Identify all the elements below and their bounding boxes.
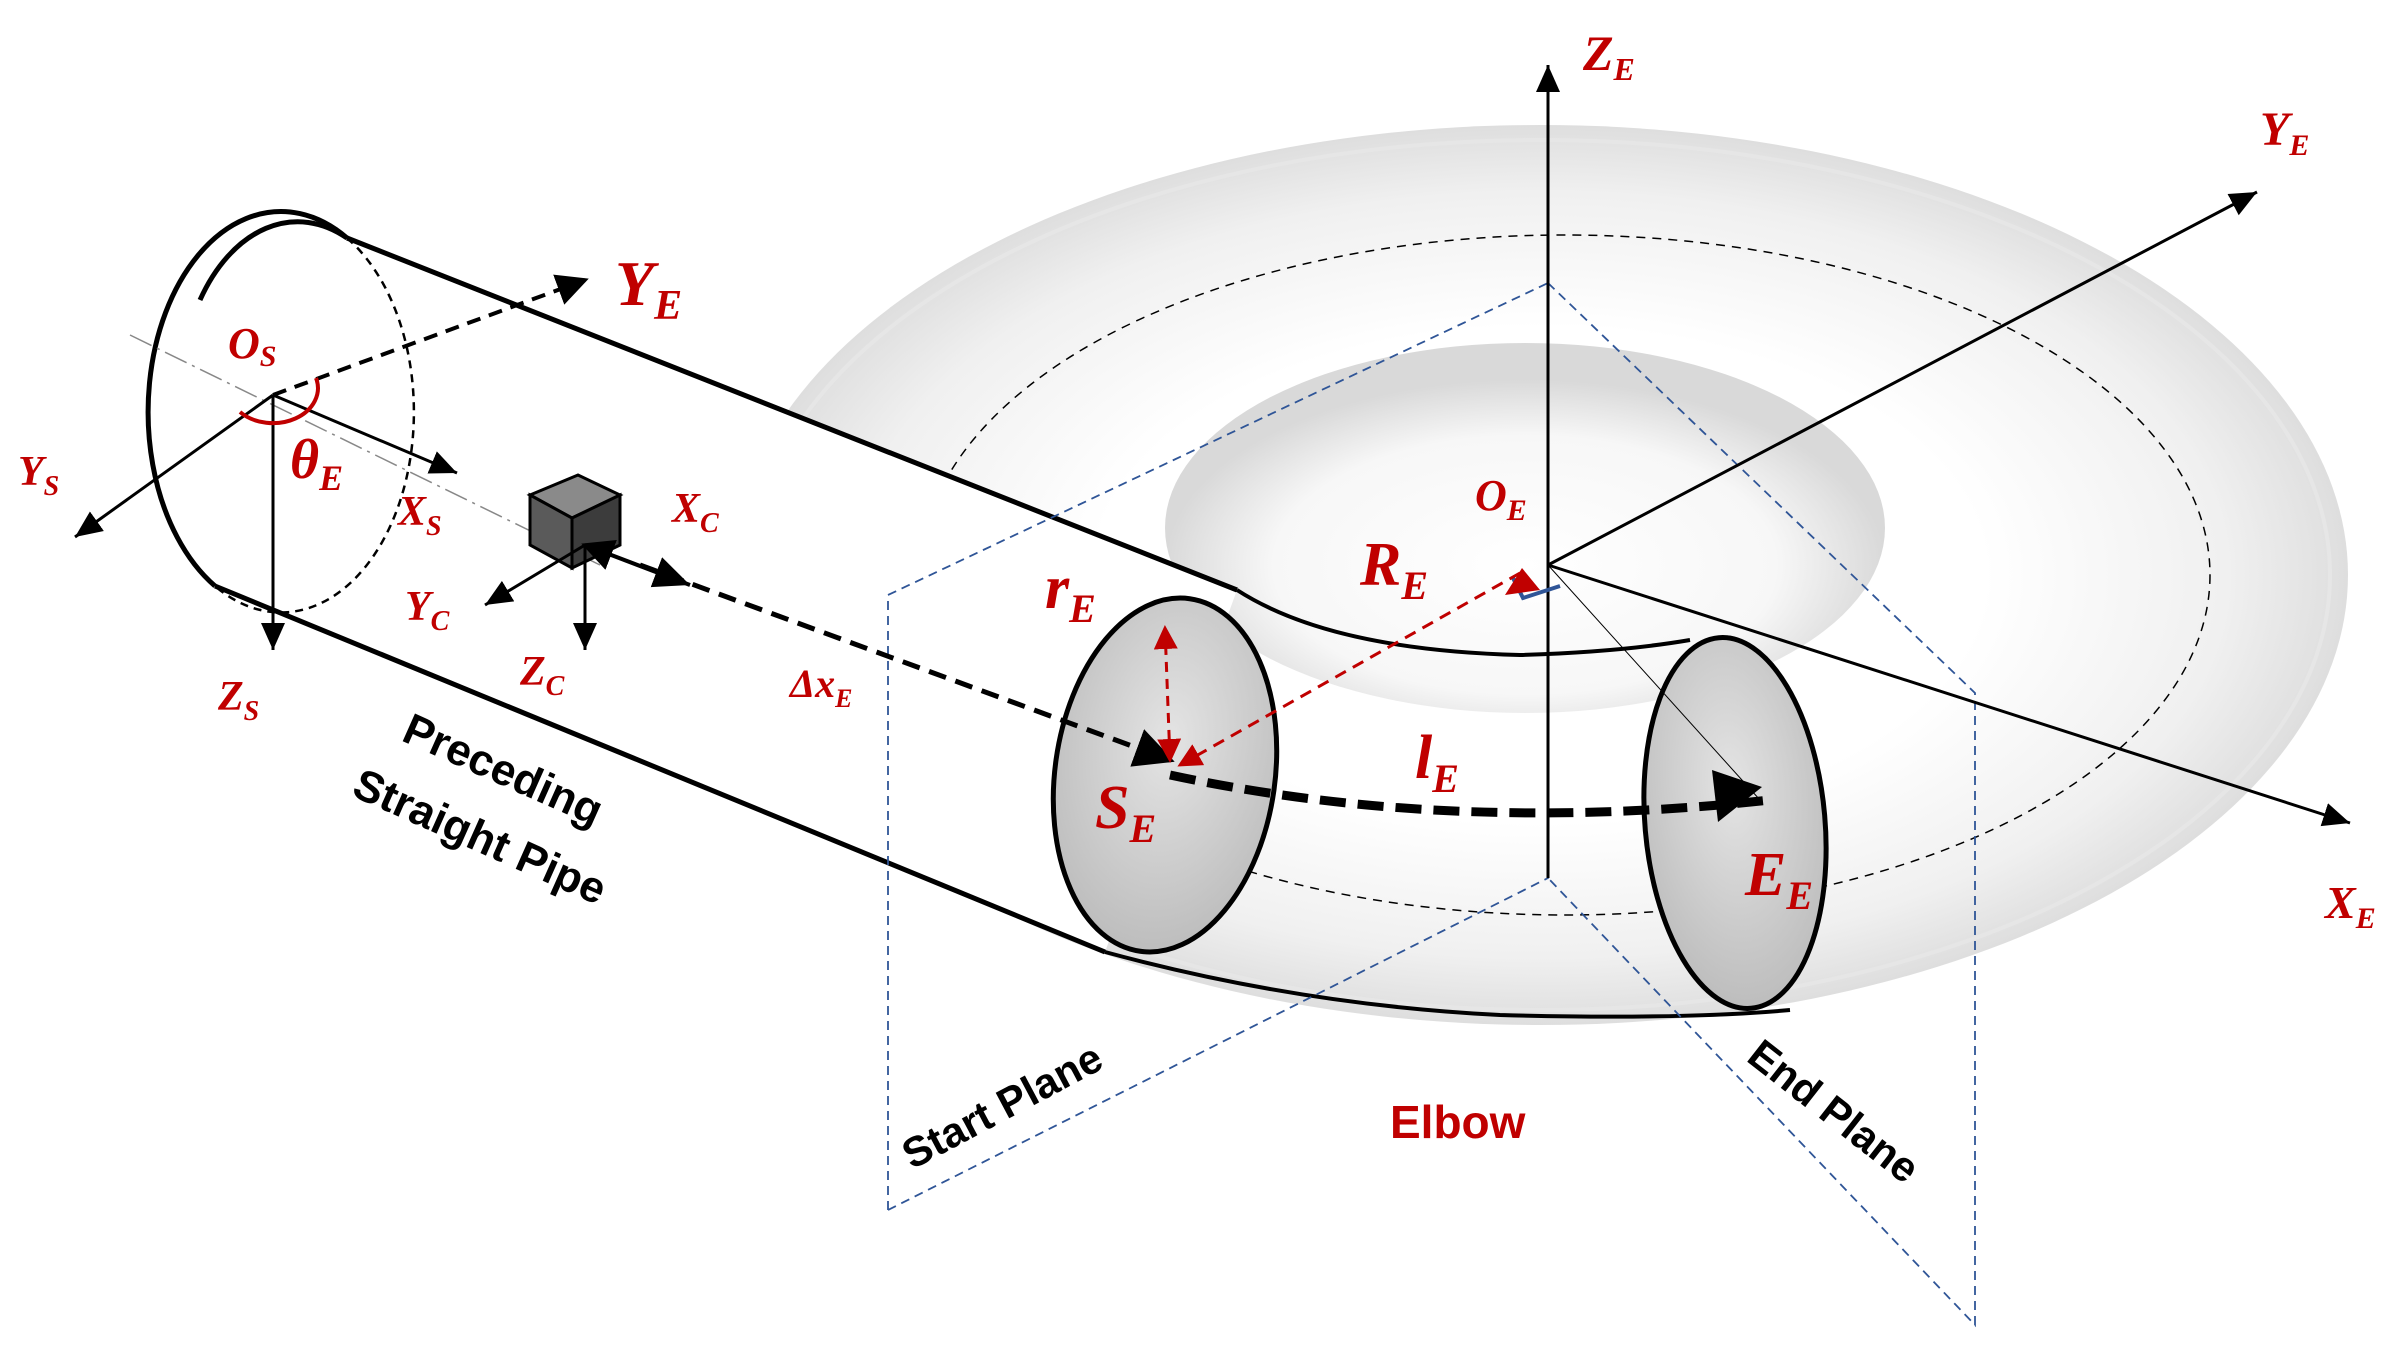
big-radius-line [1177,571,1521,767]
small-radius-line [1153,625,1182,763]
axis-y-s-line [74,393,274,539]
pipe-bottom-edge [214,583,1106,955]
arc-length-arrowhead [1712,770,1762,822]
axis-y-e-line [1547,190,2258,567]
arc-length-path [1169,770,1771,818]
pipe-frame-axes [74,274,601,650]
pipe-centerline [129,334,601,566]
label-z-e-top: ZE [1582,25,1635,87]
big-radius-start-head [1505,568,1540,595]
label-y-e-pipe: YE [615,248,682,329]
label-o-e: OE [1475,471,1527,527]
start-section [1050,595,1280,955]
label-z-s: ZS [217,674,259,727]
label-x-e: XE [2323,877,2376,935]
axis-x-s-line [272,393,458,475]
axis-y-c-line [484,543,586,607]
elbow-upper-edge [1235,588,1691,658]
end-plane [1547,282,1976,1328]
elbow-lower-edge [1104,950,1791,1019]
label-x-s: XS [396,489,442,542]
label-e-e: EE [1744,841,1813,918]
label-o-s: OS [228,319,276,373]
label-y-c: YC [405,584,450,637]
pipe-y-e-line [272,274,589,397]
origin-to-end-line [1547,564,1761,801]
start-plane [887,281,1549,1211]
caption-start-plane: Start Plane [894,1033,1110,1178]
axis-x-e-line [1547,563,2351,827]
label-big-r-e: RE [1359,531,1428,608]
theta-arc [238,377,320,426]
label-theta-e: θE [290,429,343,498]
caption-elbow: Elbow [1390,1096,1526,1148]
end-section [1641,635,1829,1011]
caption-end-plane: End Plane [1739,1030,1928,1192]
label-delta-x-e: ΔxE [788,661,852,713]
label-s-e: SE [1095,774,1156,851]
label-y-e-right: YE [2260,103,2309,162]
pipe-top-edge [346,235,1238,593]
label-small-r-e: rE [1045,554,1096,631]
label-y-s: YS [18,449,59,502]
label-x-c: XC [670,486,719,539]
elbow-axes [1511,65,2351,878]
label-l-e: lE [1415,724,1459,801]
pipe-inlet-front-arc [145,209,349,588]
label-z-c: ZC [519,649,565,702]
delta-x-arrow [639,562,1175,767]
